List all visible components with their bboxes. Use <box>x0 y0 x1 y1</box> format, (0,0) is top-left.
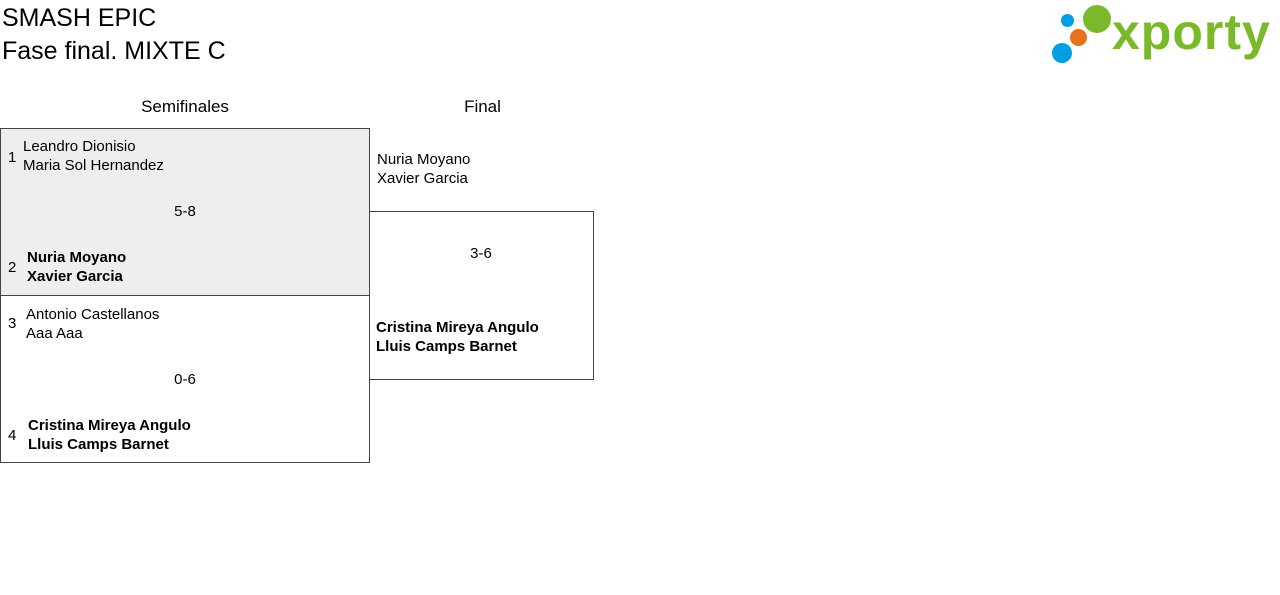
match-score: 0-6 <box>174 371 196 388</box>
phase-title: Fase final. MIXTE C <box>2 37 226 65</box>
logo-dot-blue-small <box>1061 14 1074 27</box>
team-bottom-winner: Nuria Moyano Xavier Garcia <box>27 248 126 286</box>
semifinal-match-2[interactable]: 3 Antonio Castellanos Aaa Aaa 0-6 4 Cris… <box>0 295 370 463</box>
player-name: Lluis Camps Barnet <box>376 338 517 355</box>
logo-text: xporty <box>1112 4 1271 60</box>
seed-number: 2 <box>8 259 17 276</box>
player-name: Antonio Castellanos <box>26 306 160 323</box>
player-name: Cristina Mireya Angulo <box>28 417 191 434</box>
round-title-semifinals: Semifinales <box>141 97 229 116</box>
seed-number: 3 <box>8 315 17 332</box>
player-name: Xavier Garcia <box>377 170 468 187</box>
match-score: 5-8 <box>174 203 196 220</box>
player-name: Nuria Moyano <box>377 151 471 168</box>
tournament-title: SMASH EPIC <box>2 4 157 32</box>
player-name: Nuria Moyano <box>27 249 127 266</box>
logo-dot-green <box>1083 5 1111 33</box>
logo-dot-orange <box>1070 29 1087 46</box>
xporty-logo[interactable]: xporty <box>1050 4 1278 68</box>
match-score: 3-6 <box>470 245 492 262</box>
player-name: Cristina Mireya Angulo <box>376 319 539 336</box>
final-match[interactable]: 3-6 Cristina Mireya Angulo Lluis Camps B… <box>369 211 594 380</box>
player-name: Aaa Aaa <box>26 325 83 342</box>
player-name: Xavier Garcia <box>27 268 123 285</box>
seed-number: 4 <box>8 427 17 444</box>
round-title-final: Final <box>464 97 501 116</box>
semifinal-match-1[interactable]: 1 Leandro Dionisio Maria Sol Hernandez 5… <box>0 128 370 296</box>
player-name: Maria Sol Hernandez <box>23 157 164 174</box>
team-top: Leandro Dionisio Maria Sol Hernandez <box>23 137 164 175</box>
team-bottom-winner: Cristina Mireya Angulo Lluis Camps Barne… <box>28 416 191 454</box>
logo-dot-blue <box>1052 43 1072 63</box>
seed-number: 1 <box>8 149 17 166</box>
player-name: Lluis Camps Barnet <box>28 436 169 453</box>
team-top: Antonio Castellanos Aaa Aaa <box>26 305 159 343</box>
player-name: Leandro Dionisio <box>23 138 136 155</box>
final-team-top: Nuria Moyano Xavier Garcia <box>377 150 470 188</box>
final-team-bottom-winner: Cristina Mireya Angulo Lluis Camps Barne… <box>376 318 539 356</box>
